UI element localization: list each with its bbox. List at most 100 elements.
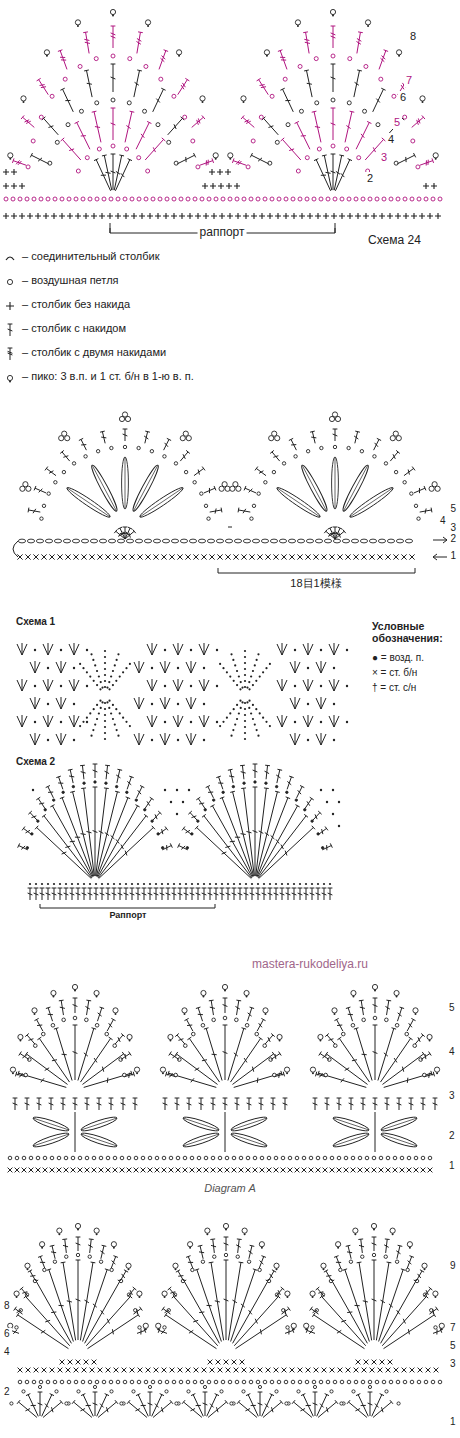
chain-symbol [119,883,121,885]
chain-symbol [379,77,383,81]
stitch-line [45,467,48,471]
stitch-line [94,888,99,889]
stitch-line [105,765,110,767]
chain-symbol [162,1156,166,1160]
chain-symbol [71,883,73,885]
chain-symbol [191,883,193,885]
sc-symbol [363,213,369,219]
chain-symbol [76,169,80,173]
picot-base [367,25,369,27]
stitch-line [84,1053,88,1056]
chain-symbol [104,668,106,670]
stitch-line [13,1098,18,1099]
chain-symbol [137,197,141,201]
sc-symbol [97,554,102,559]
stitch-line [282,716,287,727]
stitch-line [394,1058,397,1062]
sc-symbol [29,1168,34,1173]
chain-symbol [106,701,108,703]
stitch-line [16,160,19,164]
sc-symbol [227,213,233,219]
chain-symbol [99,700,101,702]
stitch-line [35,662,40,673]
stitch-line [186,698,191,709]
sc-symbol [169,1168,174,1173]
chain-symbol [33,1044,37,1048]
stitch-line [301,135,306,136]
chain-symbol [51,1023,55,1027]
chain-symbol [311,883,313,885]
stitch-line [28,1039,33,1041]
chain-symbol [252,684,254,686]
stitch-line [397,155,414,164]
chain-symbol [39,115,43,119]
stitch-line [321,698,326,709]
chain-symbol [394,470,397,473]
stitch-line [111,36,116,38]
sc-symbol [11,213,17,219]
stitch-line [82,888,87,889]
stitch-line [61,59,66,60]
chain-symbol [86,721,88,723]
chain-symbol [420,96,425,101]
stitch-line [304,39,309,40]
chain-symbol [250,712,252,714]
sc-symbol [67,213,73,219]
chain-symbol [396,197,400,201]
stitch-line [244,788,255,876]
stitch-line [138,790,141,794]
stitch-line [144,436,148,439]
sc-symbol [361,554,366,559]
stitch-line [118,527,122,529]
stitch-line [258,806,298,877]
chain-symbol [105,782,107,784]
stitch-line [325,1098,330,1099]
stitch-line [321,662,326,673]
stitch-line [230,841,235,843]
stitch-line [307,801,310,805]
chain-symbol [190,649,192,651]
stitch-line [292,893,297,895]
stitch-line [39,803,44,804]
stitch-line [104,155,111,190]
stitch-line [264,787,269,789]
leaf-symbol [348,485,395,520]
chain-symbol [373,455,376,458]
chain-symbol [127,1034,132,1039]
chain-symbol [95,1023,99,1027]
chain-symbol [269,663,271,665]
sc-symbol [345,554,350,559]
chain-symbol [108,700,110,702]
chart-scheme-2 [18,764,341,908]
sc-symbol [403,213,409,219]
chain-symbol [108,681,110,683]
chain-symbol [123,197,127,201]
stitch-line [62,1054,67,1056]
stitch-line [73,998,78,999]
chain-symbol [255,1032,259,1036]
stitch-line [190,813,198,821]
sc-symbol [91,213,97,219]
chain-symbol [26,165,30,169]
stitch-line [184,828,192,834]
chain-symbol [207,539,214,543]
stitch-line [33,509,36,513]
stitch-line [85,1103,90,1105]
chain-symbol [172,94,176,98]
chain-symbol [351,1156,355,1160]
sc-symbol [92,1168,97,1173]
chain-symbol [96,450,99,453]
chain-symbol [309,1156,313,1160]
stitch-line [46,468,56,475]
sc-symbol [65,554,70,559]
stitch-line [81,444,86,445]
stitch-line [381,56,385,60]
stitch-line [231,1134,267,1146]
chain-symbol [114,723,116,725]
sc-symbol [297,554,302,559]
stitch-line [336,171,340,174]
chain-symbol [183,115,187,119]
stitch-line [259,471,263,474]
chain-symbol [93,708,95,710]
stitch-line [355,431,360,432]
